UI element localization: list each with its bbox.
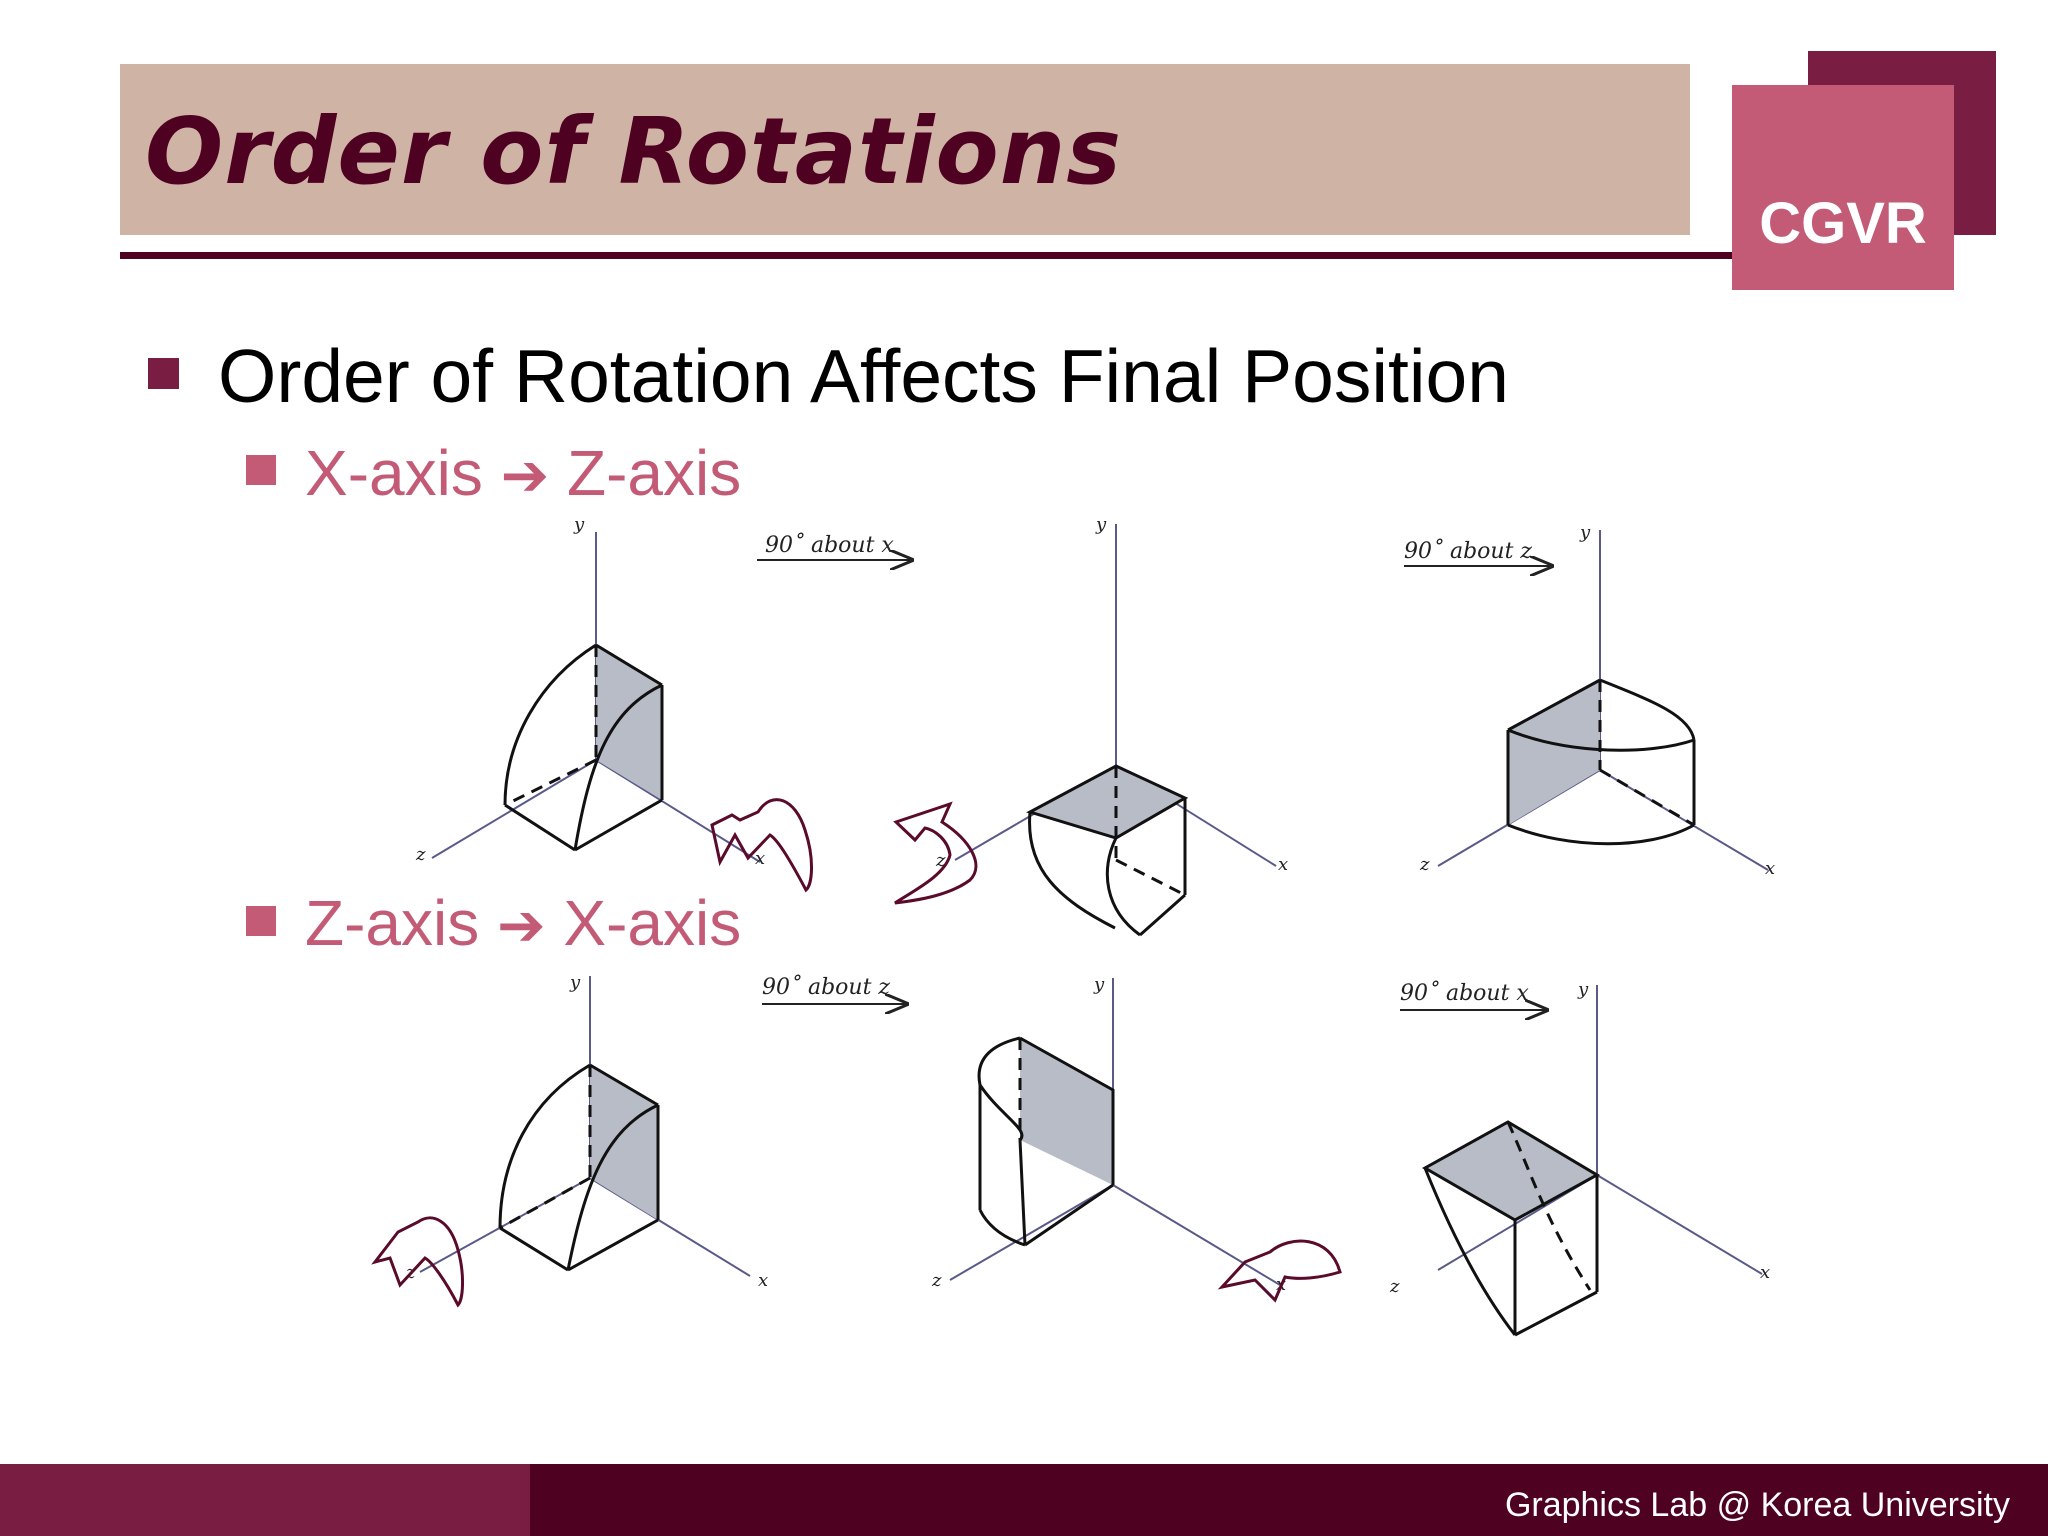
title-divider [120,252,1740,259]
axes-row2-panel2 [949,978,1281,1286]
axis-label-z: z [1419,854,1430,875]
rotation-arrow-icon [710,798,814,893]
sub-bullet-to: X-axis [563,887,742,959]
logo-block [1732,85,1954,290]
rotation-arrow-icon [1217,1239,1342,1303]
wedge-shape [503,643,664,852]
footer-accent [0,1464,530,1536]
axis-label-x: x [755,848,765,869]
axes-row1-panel3 [1437,530,1769,871]
sub-bullet-from: Z-axis [305,887,480,959]
bullet-square-icon [148,358,179,389]
step-label-row2-2: 90˚ about x [1400,979,1529,1006]
axis-label-y: y [1577,979,1589,1000]
right-arrow-icon: ➔ [497,891,546,959]
sub-bullet-z-then-x: Z-axis ➔ X-axis [305,886,741,960]
axes-row2-panel3 [1437,985,1763,1275]
rotation-arrow-icon [893,801,978,905]
axis-label-z: z [935,850,946,871]
footer-credit: Graphics Lab @ Korea University [1504,1486,2010,1524]
title-band [120,64,1690,235]
axis-label-z: z [1389,1276,1400,1297]
axis-label-y: y [1095,514,1107,535]
slide-title: Order of Rotations [145,98,1122,205]
axis-label-y: y [569,972,581,993]
step-label-row1-1: 90˚ about x [765,531,894,558]
sub-bullet-from: X-axis [305,437,483,509]
wedge-shape [1421,1120,1601,1337]
axis-label-x: x [1760,1262,1770,1283]
rotation-arrow-icon [371,1216,464,1308]
footer-bar [530,1464,2048,1536]
sub-bullet-square-icon [246,906,276,936]
axis-label-x: x [758,1270,768,1291]
axis-label-z: z [931,1270,942,1291]
axis-label-z: z [415,844,426,865]
axes-row2-panel1 [419,976,751,1277]
wedge-shape [498,1063,660,1272]
axis-label-y: y [1093,974,1105,995]
sub-bullet-x-then-z: X-axis ➔ Z-axis [305,436,741,510]
logo-text: CGVR [1759,191,1927,256]
right-arrow-icon: ➔ [500,441,550,509]
main-bullet-text: Order of Rotation Affects Final Position [218,334,1509,418]
step-label-row2-1: 90˚ about z [762,973,890,1000]
wedge-shape [1026,764,1189,937]
step-label-row1-2: 90˚ about z [1404,537,1532,564]
sub-bullet-square-icon [246,455,276,485]
axis-label-x: x [1765,858,1775,879]
axis-label-x: x [1278,854,1288,875]
wedge-shape [977,1036,1115,1247]
axis-label-y: y [573,514,585,535]
sub-bullet-to: Z-axis [566,437,742,509]
axis-label-y: y [1579,522,1591,543]
wedge-shape [1506,678,1696,846]
